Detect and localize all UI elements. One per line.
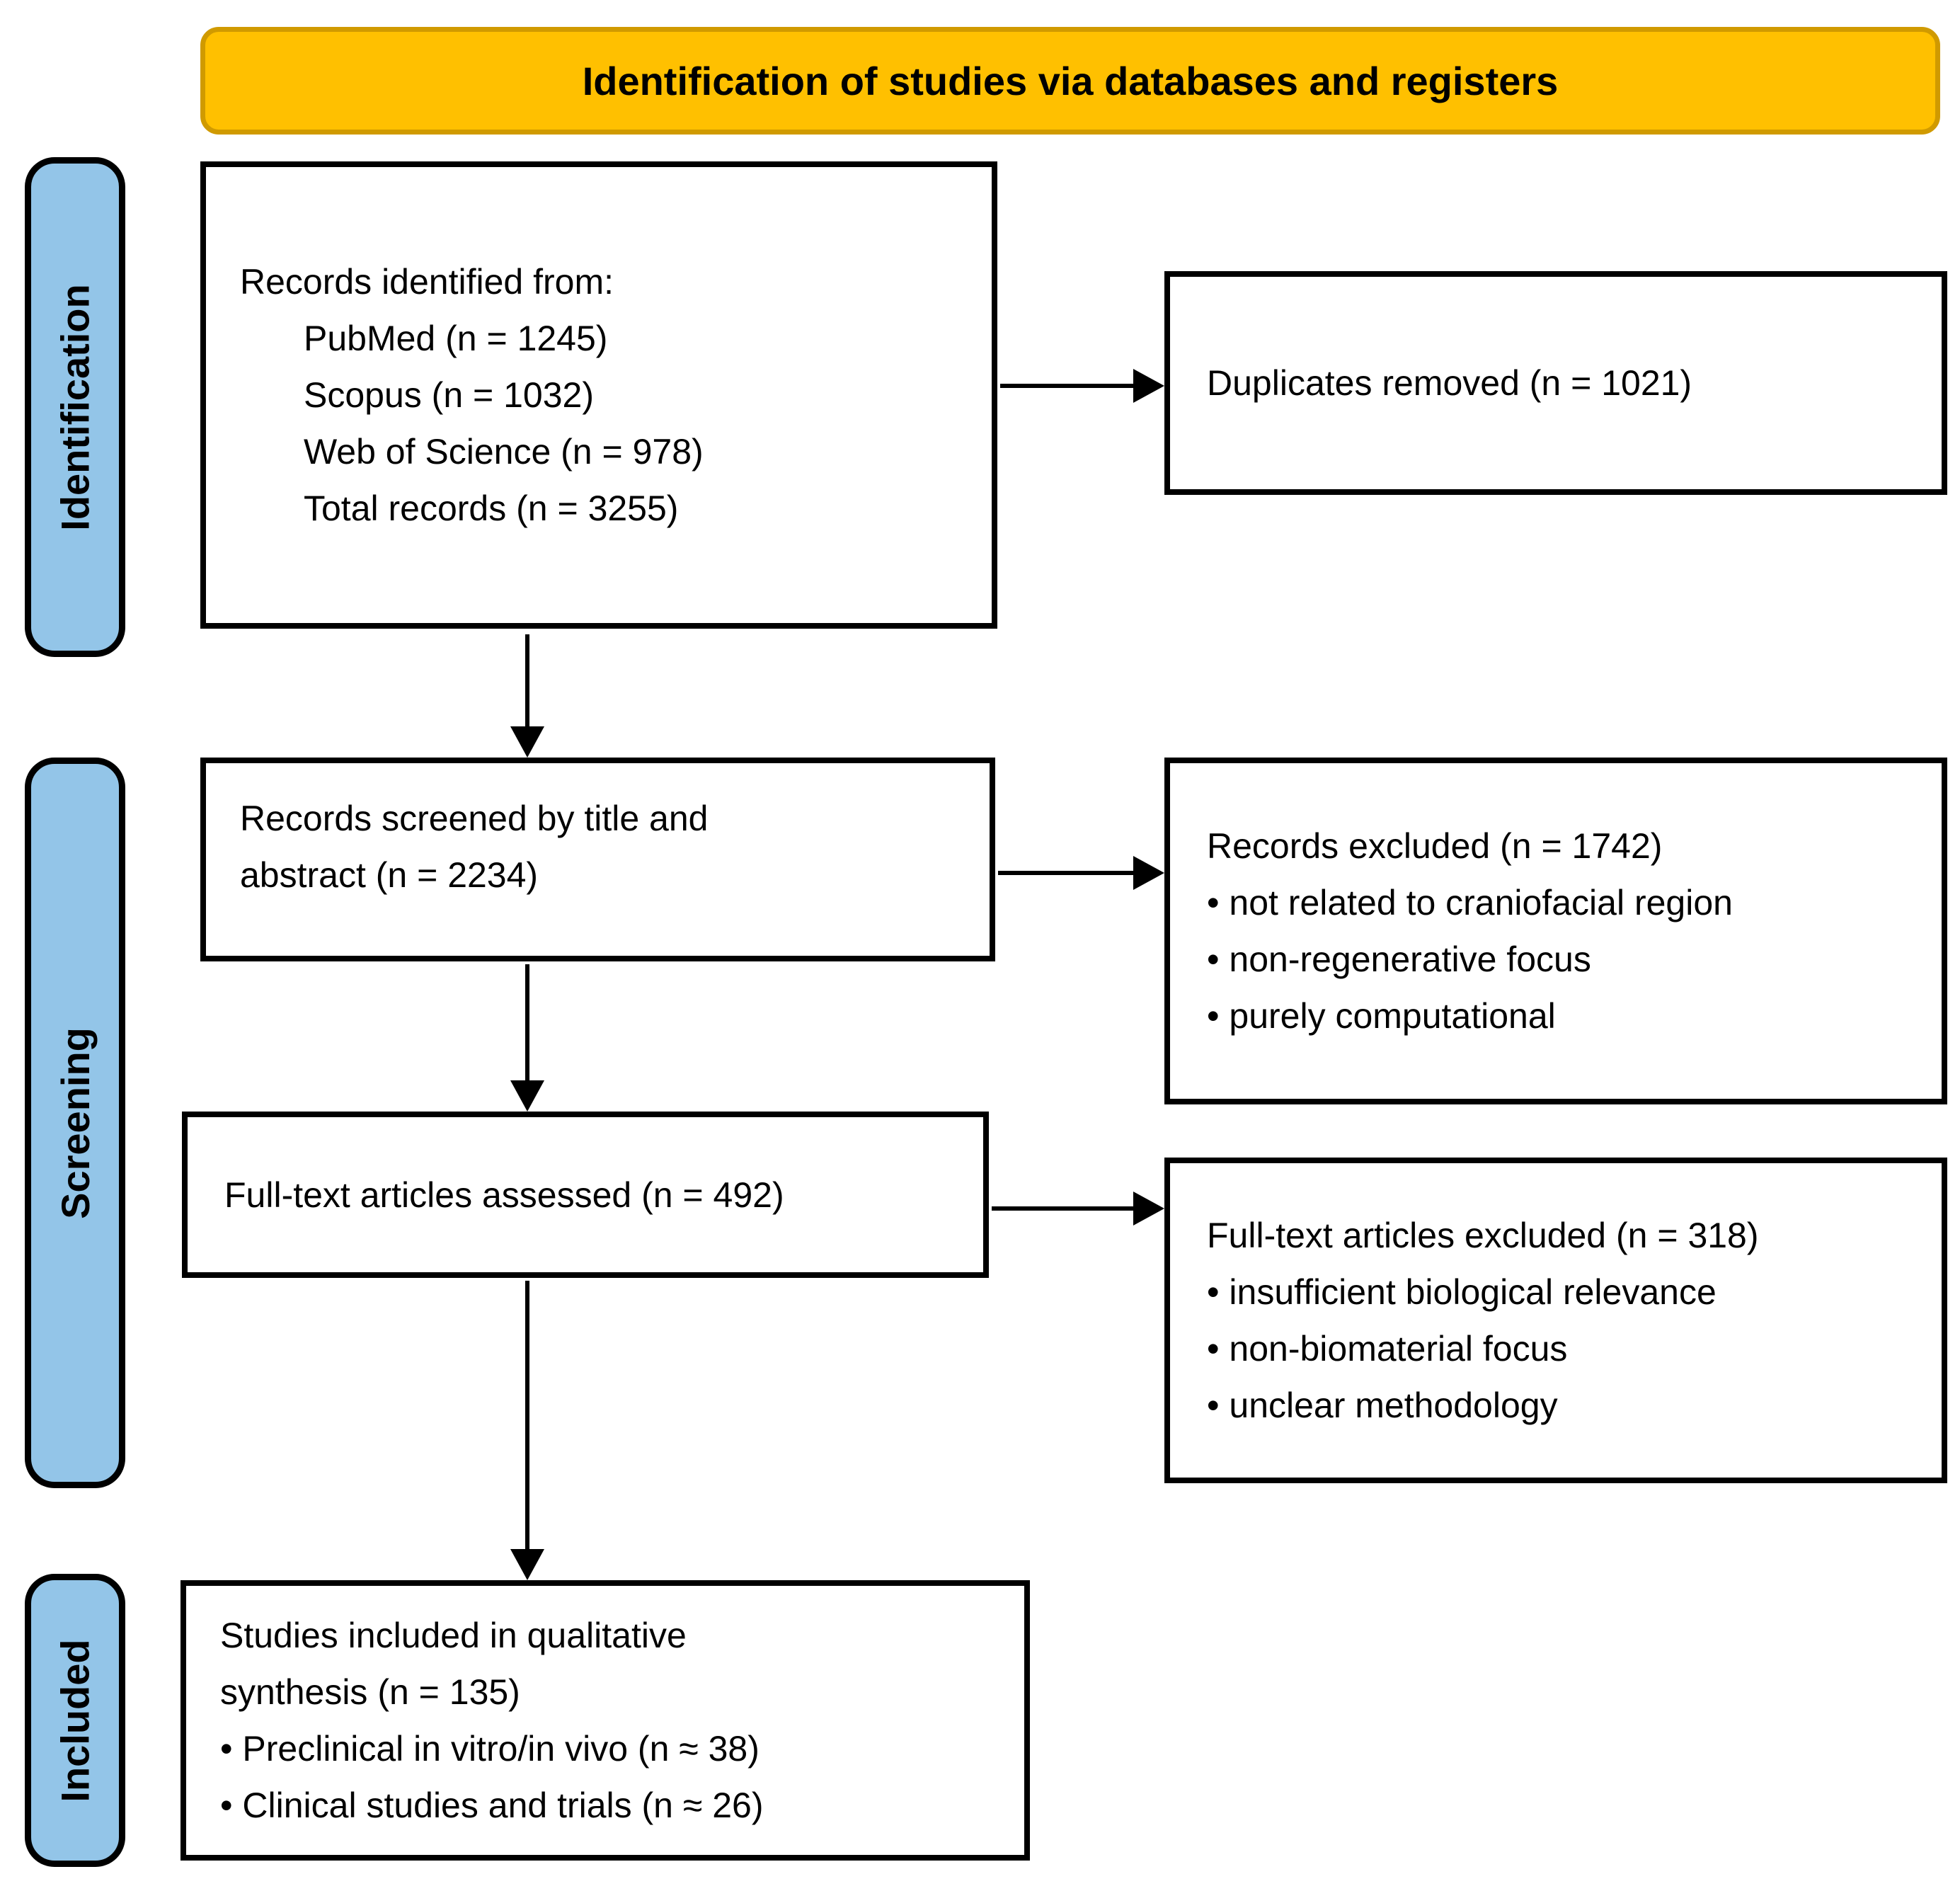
studies-included-title-line: Studies included in qualitative <box>220 1616 687 1655</box>
stage-rail-screening: Screening <box>25 758 125 1488</box>
box-records-screened: Records screened by title and abstract (… <box>200 758 995 961</box>
records-screened-line: abstract (n = 2234) <box>240 855 539 895</box>
records-excluded-bullet: • not related to craniofacial region <box>1207 883 1733 922</box>
studies-included-bullet: • Preclinical in vitro/in vivo (n ≈ 38) <box>220 1729 760 1769</box>
arrow-identified-to-screened-head-icon <box>510 726 544 758</box>
box-records-identified: Records identified from: PubMed (n = 124… <box>200 161 997 629</box>
fulltext-assessed-text: Full-text articles assessed (n = 492) <box>224 1175 784 1215</box>
box-records-excluded: Records excluded (n = 1742) • not relate… <box>1164 758 1947 1104</box>
stage-label-included: Included <box>52 1638 98 1803</box>
records-excluded-bullet: • purely computational <box>1207 996 1556 1036</box>
records-screened-line: Records screened by title and <box>240 799 709 838</box>
fulltext-excluded-title: Full-text articles excluded (n = 318) <box>1207 1216 1759 1255</box>
studies-included-title-line: synthesis (n = 135) <box>220 1672 520 1712</box>
records-identified-source: PubMed (n = 1245) <box>304 319 608 358</box>
fulltext-excluded-bullet: • non-biomaterial focus <box>1207 1329 1568 1369</box>
arrow-fulltext-to-included-head-icon <box>510 1549 544 1580</box>
arrow-screened-to-fulltext-head-icon <box>510 1080 544 1112</box>
duplicates-removed-text: Duplicates removed (n = 1021) <box>1207 363 1692 403</box>
records-excluded-bullet: • non-regenerative focus <box>1207 939 1591 979</box>
records-identified-source: Total records (n = 3255) <box>304 489 679 528</box>
records-identified-title: Records identified from: <box>240 262 614 302</box>
records-excluded-title: Records excluded (n = 1742) <box>1207 826 1663 866</box>
arrow-screened-to-excluded-head-icon <box>1133 856 1164 890</box>
arrow-fulltext-to-included-line <box>525 1281 529 1550</box>
arrow-screened-to-excluded-line <box>998 871 1135 875</box>
arrow-identified-to-duplicates-line <box>1000 384 1135 388</box>
records-identified-source: Web of Science (n = 978) <box>304 432 704 472</box>
stage-label-identification: Identification <box>52 283 98 531</box>
fulltext-excluded-bullet: • unclear methodology <box>1207 1386 1558 1425</box>
box-fulltext-excluded: Full-text articles excluded (n = 318) • … <box>1164 1158 1947 1483</box>
box-studies-included: Studies included in qualitative synthesi… <box>180 1580 1030 1861</box>
stage-rail-included: Included <box>25 1574 125 1867</box>
arrow-fulltext-to-excluded-head-icon <box>1133 1192 1164 1226</box>
records-identified-source: Scopus (n = 1032) <box>304 375 594 415</box>
arrow-identified-to-screened-line <box>525 634 529 728</box>
fulltext-excluded-bullet: • insufficient biological relevance <box>1207 1272 1717 1312</box>
banner-title: Identification of studies via databases … <box>200 27 1940 135</box>
arrow-identified-to-duplicates-head-icon <box>1133 369 1164 403</box>
box-duplicates-removed: Duplicates removed (n = 1021) <box>1164 271 1947 495</box>
arrow-fulltext-to-excluded-line <box>992 1206 1135 1211</box>
box-fulltext-assessed: Full-text articles assessed (n = 492) <box>182 1112 989 1278</box>
stage-label-screening: Screening <box>52 1027 98 1219</box>
studies-included-bullet: • Clinical studies and trials (n ≈ 26) <box>220 1786 764 1825</box>
arrow-screened-to-fulltext-line <box>525 964 529 1082</box>
stage-rail-identification: Identification <box>25 157 125 657</box>
